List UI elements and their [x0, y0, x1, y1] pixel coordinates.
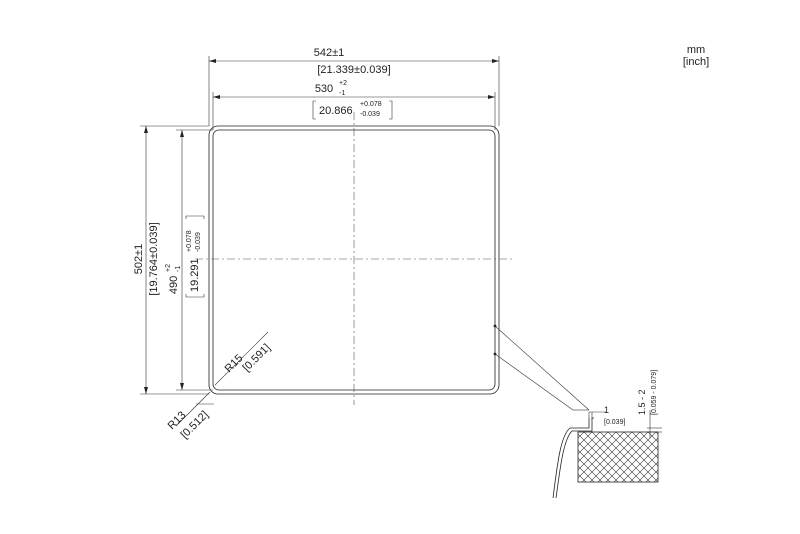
radius-r13-callout: R13 [0.512] — [166, 391, 214, 441]
inner-height-inch-lower-tol: -0.039 — [195, 232, 202, 252]
gap-inch: [0.059 - 0.079] — [651, 370, 658, 415]
flange-thickness-mm: 1 — [604, 405, 609, 415]
inner-height-inch: 19.291 — [189, 258, 201, 292]
inner-width-dimension: 530 +2 -1 20.866 +0.078 -0.039 — [212, 80, 496, 130]
inner-height-dimension: 490 +2 -1 19.291 +0.078 -0.039 — [165, 129, 213, 391]
radius-r15-inch: [0.591] — [241, 342, 273, 374]
inner-width-inch-lower-tol: -0.039 — [360, 111, 380, 118]
outer-height-mm: 502±1 — [133, 244, 145, 275]
outer-width-dimension: 542±1 [21.339±0.039] — [208, 47, 500, 126]
flange-thickness-inch: [0.039] — [604, 419, 625, 426]
inner-width-mm-lower-tol: -1 — [339, 90, 345, 97]
inner-width-inch-upper-tol: +0.078 — [360, 101, 382, 108]
detail-leader — [493, 324, 590, 411]
outer-height-inch: [19.764±0.039] — [148, 222, 160, 295]
inner-width-inch: 20.866 — [319, 105, 353, 117]
unit-mm: mm — [686, 44, 706, 56]
units-label: mm [inch] — [676, 44, 716, 68]
outer-width-inch: [21.339±0.039] — [317, 64, 390, 76]
outer-frame — [208, 125, 500, 395]
inner-width-mm: 530 — [315, 83, 333, 95]
outer-height-dimension: 502±1 [19.764±0.039] — [133, 125, 209, 395]
inner-width-mm-upper-tol: +2 — [339, 80, 347, 87]
radius-r15-callout: R15 [0.591] — [214, 331, 273, 386]
outer-width-mm: 542±1 — [314, 47, 345, 59]
sink-flange-profile — [555, 417, 594, 499]
inner-height-inch-upper-tol: +0.078 — [186, 230, 193, 252]
inner-height-mm-lower-tol: -1 — [175, 266, 182, 272]
edge-detail-section: 1 [0.039] 1.5 - 2 [0.059 - 0.079] — [552, 370, 662, 499]
unit-inch: [inch] — [682, 56, 710, 68]
inner-height-mm-upper-tol: +2 — [165, 264, 172, 272]
gap-mm: 1.5 - 2 — [637, 389, 647, 415]
inner-height-mm: 490 — [168, 276, 180, 294]
countertop-section — [577, 431, 659, 483]
